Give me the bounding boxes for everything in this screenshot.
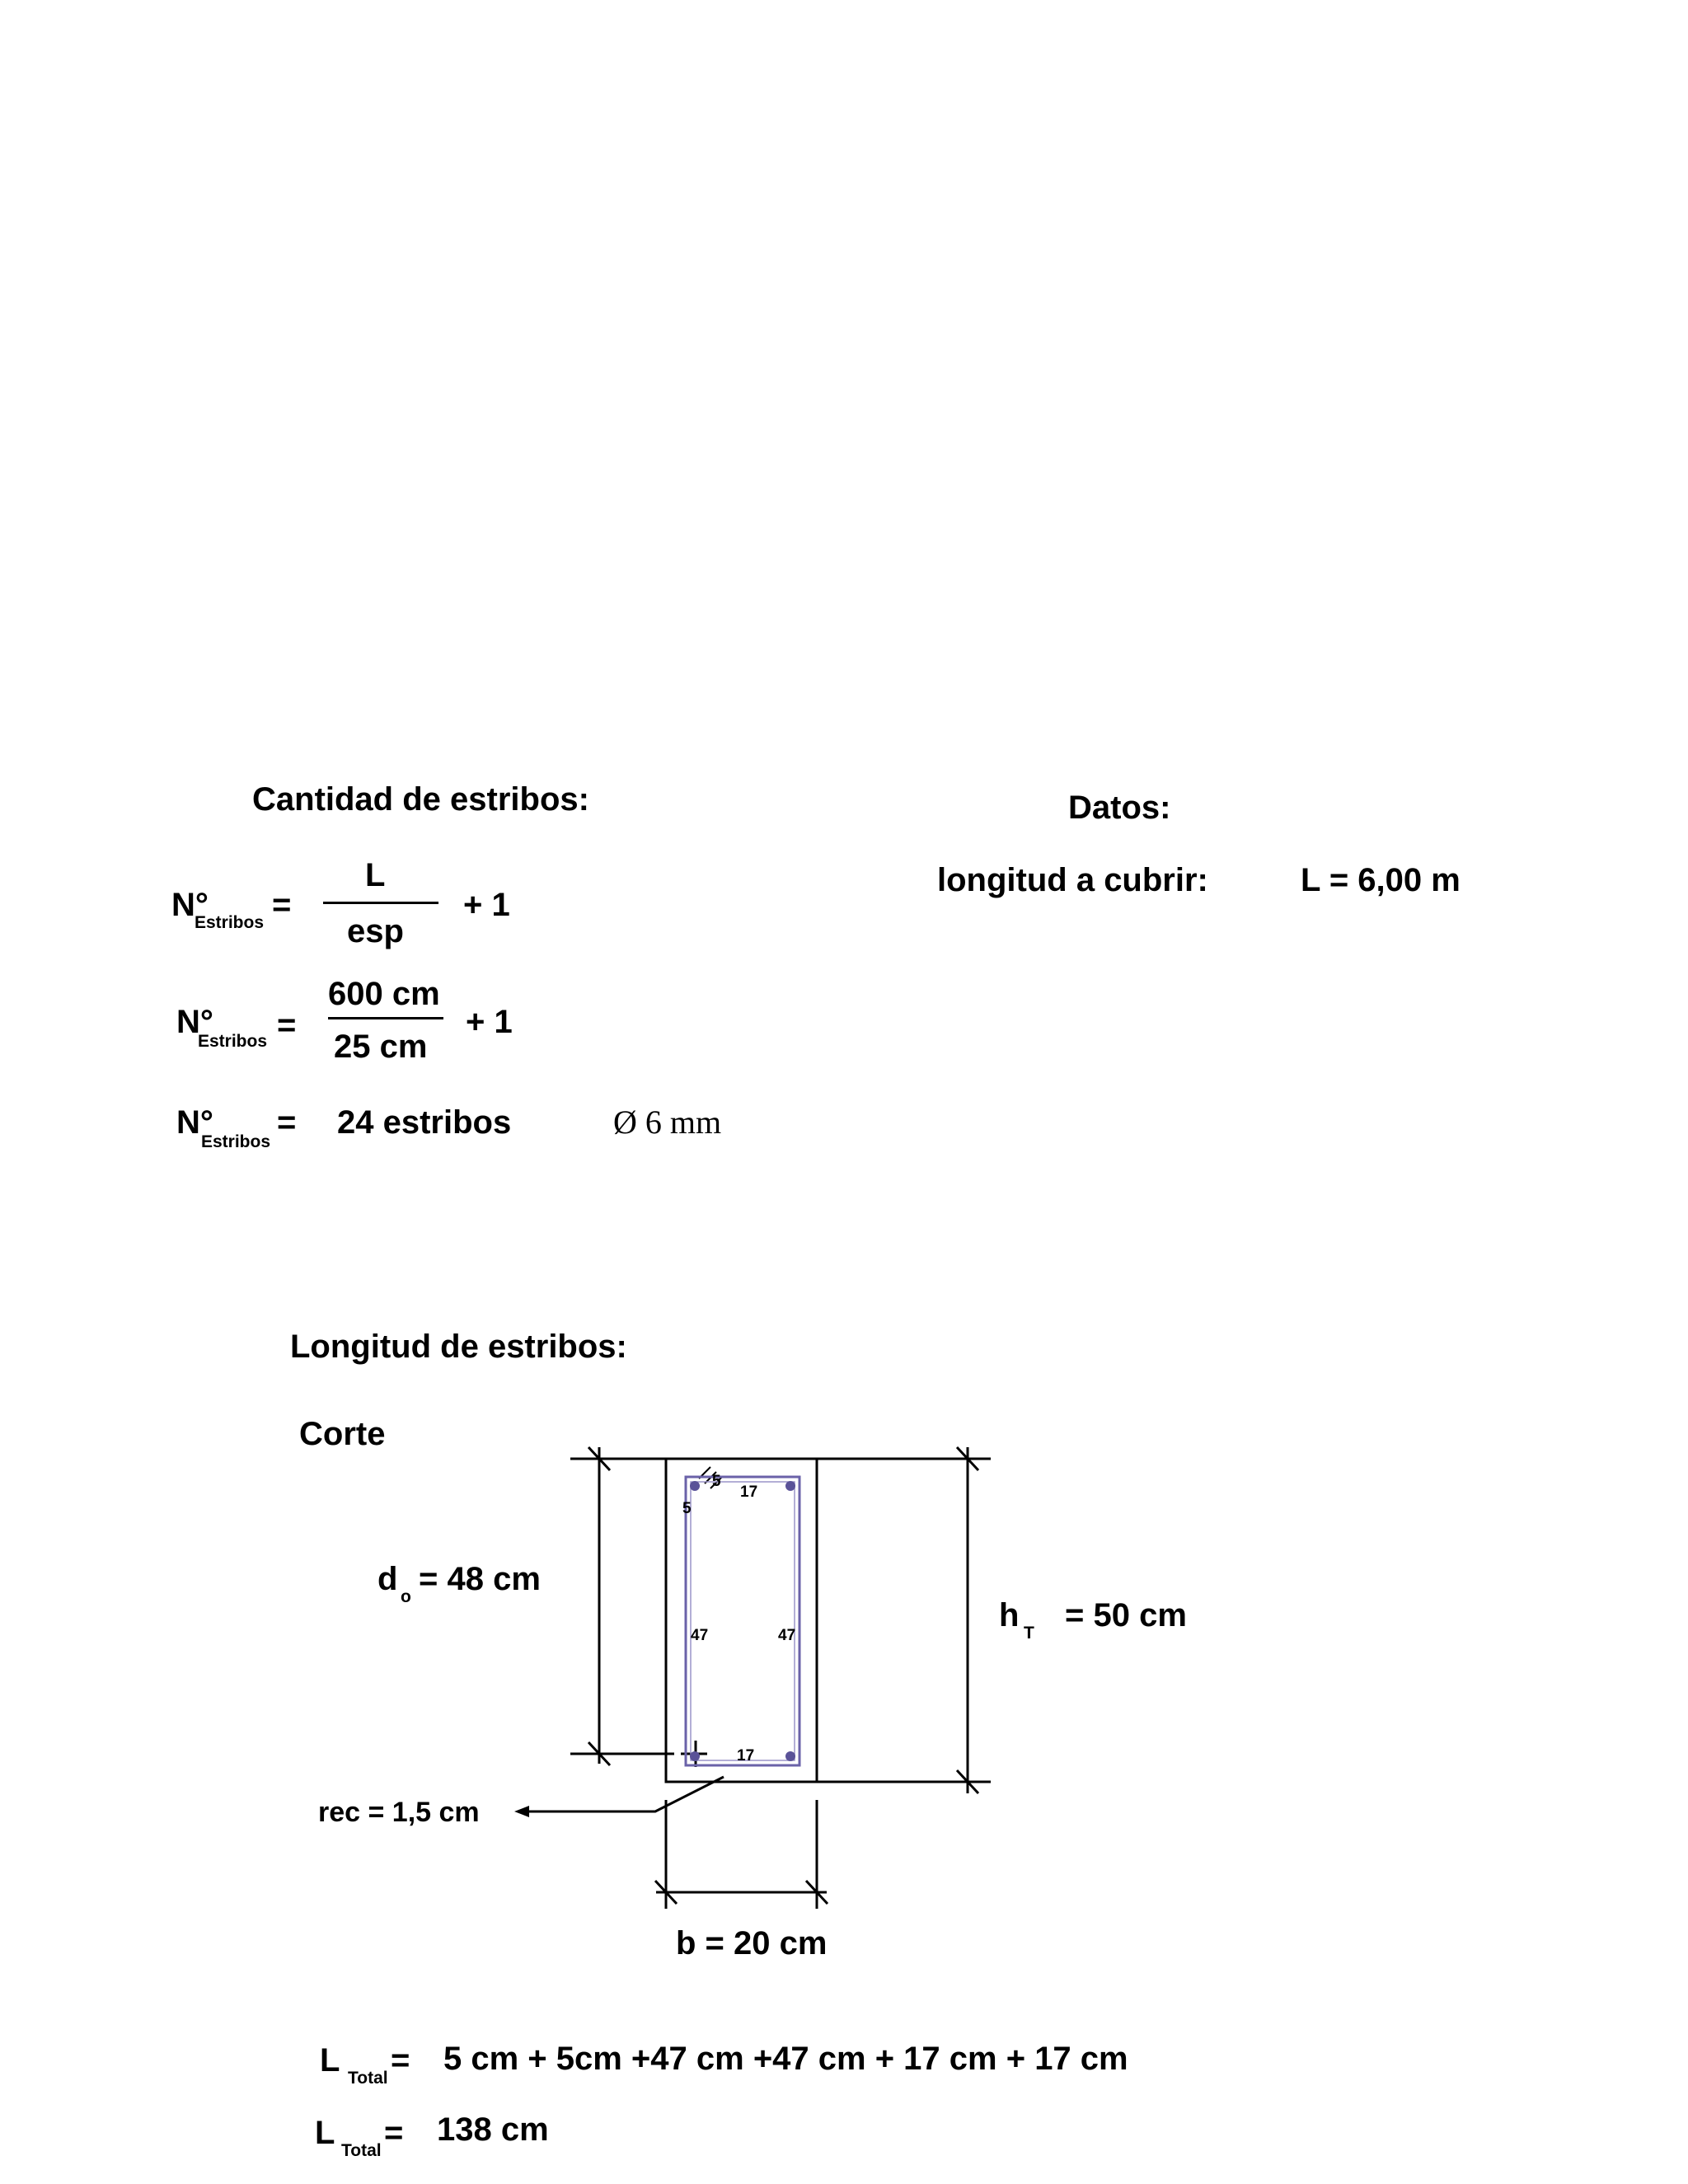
- datos-heading: Datos:: [1068, 790, 1171, 826]
- n-symbol: N°: [176, 1004, 213, 1040]
- ltotal-subscript: Total: [341, 2141, 382, 2160]
- corte-label: Corte: [299, 1416, 386, 1452]
- n-subscript: Estribos: [201, 1132, 271, 1151]
- rebar-bar: [690, 1481, 700, 1491]
- longitud-heading: Longitud de estribos:: [290, 1329, 627, 1365]
- equals-sign: =: [277, 1007, 297, 1043]
- formula-numerator: L: [365, 857, 386, 893]
- stirrup-dimensions: 5 5 17 47 47 17: [682, 1473, 795, 1765]
- substituted-numerator: 600 cm: [328, 976, 440, 1012]
- n-symbol: N°: [176, 1104, 213, 1141]
- substituted-plus-one: + 1: [466, 1004, 513, 1040]
- dim-hook-a: 5: [712, 1473, 721, 1490]
- rebar-bar: [690, 1751, 700, 1761]
- stirrup: [684, 1475, 801, 1767]
- datos-value: L = 6,00 m: [1301, 862, 1461, 898]
- rebar-bar: [785, 1751, 795, 1761]
- d-subscript: o: [401, 1587, 411, 1606]
- fraction-bar: [328, 1017, 443, 1019]
- n-subscript: Estribos: [198, 1032, 268, 1051]
- stirrup-diameter: Ø 6 mm: [613, 1104, 722, 1141]
- stirrup-count-result: 24 estribos: [337, 1104, 512, 1141]
- rec-arrow-head: [514, 1806, 529, 1817]
- fraction-bar: [323, 902, 438, 904]
- d-value: = 48 cm: [419, 1561, 541, 1597]
- h-subscript: T: [1024, 1624, 1034, 1643]
- substituted-denominator: 25 cm: [334, 1029, 428, 1065]
- n-subscript: Estribos: [195, 913, 265, 932]
- rec-leader-line: [521, 1775, 724, 1813]
- h-label: h: [999, 1597, 1020, 1633]
- ltotal-equals: =: [391, 2042, 410, 2079]
- dimension-lines: [521, 1446, 991, 1909]
- h-value: = 50 cm: [1065, 1597, 1187, 1633]
- dim-top: 17: [740, 1483, 757, 1501]
- d-label: d: [377, 1561, 398, 1597]
- equals-sign: =: [277, 1104, 297, 1141]
- ltotal-expression: 5 cm + 5cm +47 cm +47 cm + 17 cm + 17 cm: [443, 2041, 1128, 2077]
- ltotal-label: L: [320, 2042, 340, 2079]
- cantidad-heading: Cantidad de estribos:: [252, 781, 589, 818]
- dim-bottom: 17: [737, 1747, 754, 1765]
- formula-denominator: esp: [347, 913, 404, 949]
- ltotal-equals: =: [384, 2115, 404, 2151]
- n-symbol: N°: [171, 887, 209, 923]
- dim-right: 47: [778, 1627, 795, 1644]
- formula-plus-one: + 1: [463, 887, 510, 923]
- equals-sign: =: [272, 887, 292, 923]
- dim-hook-b: 5: [682, 1500, 692, 1517]
- ltotal-result: 138 cm: [437, 2111, 549, 2148]
- ltotal-subscript: Total: [348, 2069, 388, 2088]
- ltotal-label: L: [315, 2115, 335, 2151]
- rec-label: rec = 1,5 cm: [318, 1797, 480, 1828]
- b-label: b = 20 cm: [676, 1925, 828, 1961]
- datos-label: longitud a cubrir:: [937, 862, 1208, 898]
- dim-left: 47: [691, 1627, 708, 1644]
- rebar-bar: [785, 1481, 795, 1491]
- rebar-dots: [690, 1481, 795, 1761]
